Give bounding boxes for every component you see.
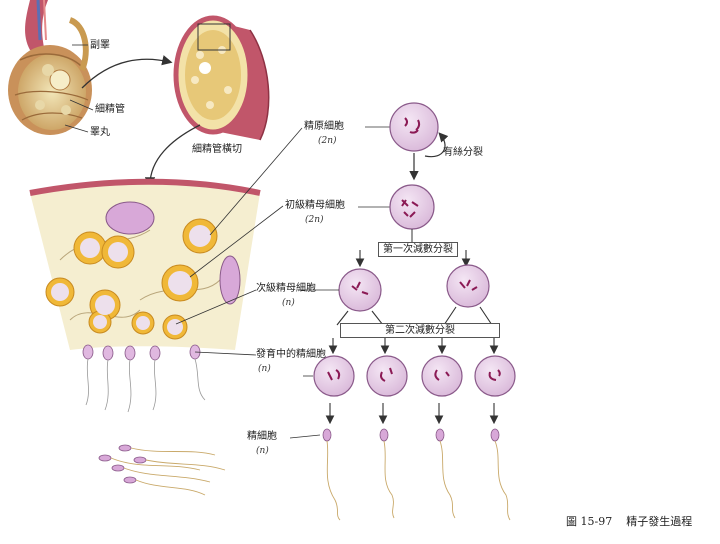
mitosis-label: 有絲分裂	[443, 147, 483, 159]
epididymis-label: 副睪	[90, 40, 110, 52]
primary-spermatocyte-cell	[358, 185, 434, 229]
spermatogonium-label: 精原細胞	[304, 121, 344, 133]
spermatid-row	[303, 356, 515, 396]
free-sperm-cluster	[99, 445, 225, 495]
figure-number: 圖 15-97	[566, 515, 612, 528]
sperm-label: 精細胞	[247, 431, 277, 443]
primary-spermatocyte-label: 初級精母細胞	[285, 200, 345, 212]
tubule-cylinder	[176, 18, 269, 140]
secondary-spermatocyte-left	[339, 269, 381, 311]
secondary-ploidy: (n)	[282, 298, 295, 308]
tubule-cross-section-label: 細精管橫切	[192, 144, 242, 156]
arrows-to-sperm	[330, 403, 494, 422]
figure-title: 精子發生過程	[626, 515, 692, 528]
spermatogonium-cell	[365, 103, 438, 151]
meiosis-one-label: 第一次減數分裂	[378, 242, 458, 257]
spermatogonium-ploidy: (2n)	[318, 136, 337, 146]
testis-label: 睪丸	[90, 127, 110, 139]
tubule-section	[30, 182, 260, 412]
secondary-spermatocyte-label: 次級精母細胞	[256, 283, 316, 295]
testis-illustration	[8, 0, 92, 135]
zoom-arrow-1	[82, 59, 170, 88]
seminiferous-tubule-label: 細精管	[95, 104, 125, 116]
sperm-row	[290, 429, 510, 520]
figure-caption: 圖 15-97 精子發生過程	[566, 513, 692, 529]
sperm-ploidy: (n)	[256, 446, 269, 456]
spermatid-label: 發育中的精細胞	[256, 349, 326, 361]
primary-ploidy: (2n)	[305, 215, 324, 225]
spermatid-ploidy: (n)	[258, 364, 271, 374]
secondary-spermatocyte-right	[447, 265, 489, 307]
meiosis-two-label: 第二次減數分裂	[340, 323, 500, 338]
